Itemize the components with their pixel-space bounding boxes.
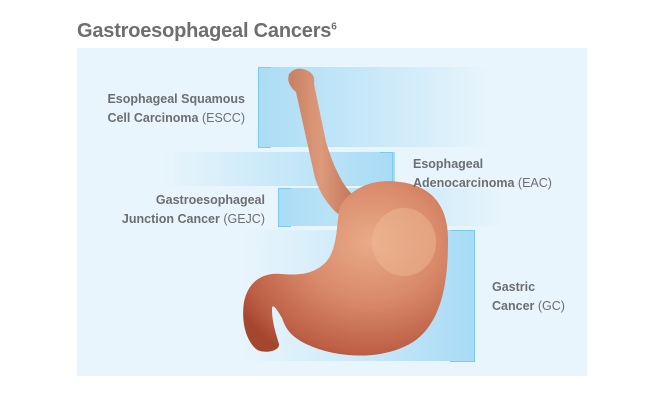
- gejc-label-line1: Gastroesophageal: [155, 193, 265, 207]
- eac-band: [160, 152, 395, 186]
- gejc-label: Gastroesophageal Junction Cancer (GEJC): [90, 191, 265, 229]
- gc-abbreviation: (GC): [537, 299, 565, 313]
- escc-bracket: [258, 67, 271, 148]
- escc-label-line1: Esophageal Squamous: [107, 92, 245, 106]
- gc-label: Gastric Cancer (GC): [492, 278, 612, 316]
- stomach-shape: [243, 181, 448, 356]
- title-reference: 6: [331, 21, 337, 33]
- stomach-highlight: [372, 208, 436, 276]
- escc-label: Esophageal Squamous Cell Carcinoma (ESCC…: [70, 90, 245, 128]
- diagram-title: Gastroesophageal Cancers6: [77, 20, 337, 42]
- gejc-bracket: [278, 188, 291, 227]
- eac-abbreviation: (EAC): [517, 176, 552, 190]
- eac-label-line2: Adenocarcinoma: [413, 176, 515, 190]
- gejc-abbreviation: (GEJC): [223, 212, 265, 226]
- escc-label-line2: Cell Carcinoma: [107, 111, 199, 125]
- esophagus-shape: [288, 68, 354, 215]
- escc-abbreviation: (ESCC): [201, 111, 245, 125]
- gc-label-line2: Cancer: [492, 299, 535, 313]
- gc-label-line1: Gastric: [492, 280, 536, 294]
- gejc-label-line2: Junction Cancer: [121, 212, 220, 226]
- eac-label-line1: Esophageal: [413, 157, 484, 171]
- gc-bracket: [450, 230, 475, 362]
- eac-label: Esophageal Adenocarcinoma (EAC): [413, 155, 613, 193]
